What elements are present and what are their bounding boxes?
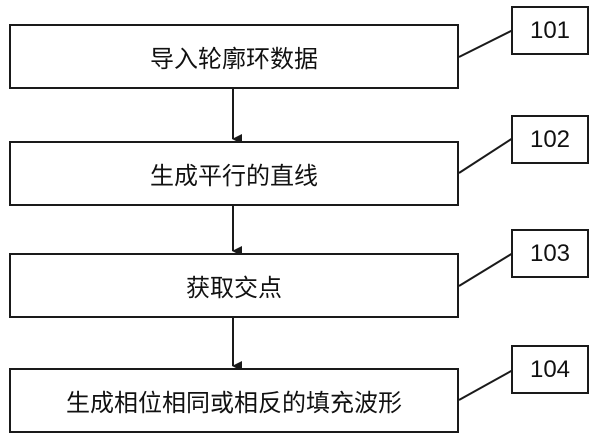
leader-line-104: [458, 369, 514, 401]
leader-line-102: [458, 137, 514, 174]
ref-number-label: 102: [529, 125, 571, 153]
step-label: 获取交点: [186, 274, 282, 302]
ref-number-104: 104: [511, 345, 589, 394]
leader-line-101: [458, 29, 514, 58]
ref-number-label: 101: [529, 16, 571, 44]
ref-number-103: 103: [511, 229, 589, 278]
step-label: 生成平行的直线: [150, 162, 318, 190]
ref-number-101: 101: [511, 6, 589, 55]
step-box-get-intersections: 获取交点: [9, 253, 459, 318]
step-box-generate-parallel-lines: 生成平行的直线: [9, 141, 459, 206]
step-box-generate-fill-waveform: 生成相位相同或相反的填充波形: [9, 368, 459, 433]
step-label: 生成相位相同或相反的填充波形: [66, 389, 402, 417]
ref-number-label: 104: [529, 355, 571, 383]
leader-line-103: [458, 252, 514, 287]
step-label: 导入轮廓环数据: [150, 45, 318, 73]
step-box-import-contour-data: 导入轮廓环数据: [9, 24, 459, 89]
ref-number-102: 102: [511, 115, 589, 164]
ref-number-label: 103: [529, 239, 571, 267]
